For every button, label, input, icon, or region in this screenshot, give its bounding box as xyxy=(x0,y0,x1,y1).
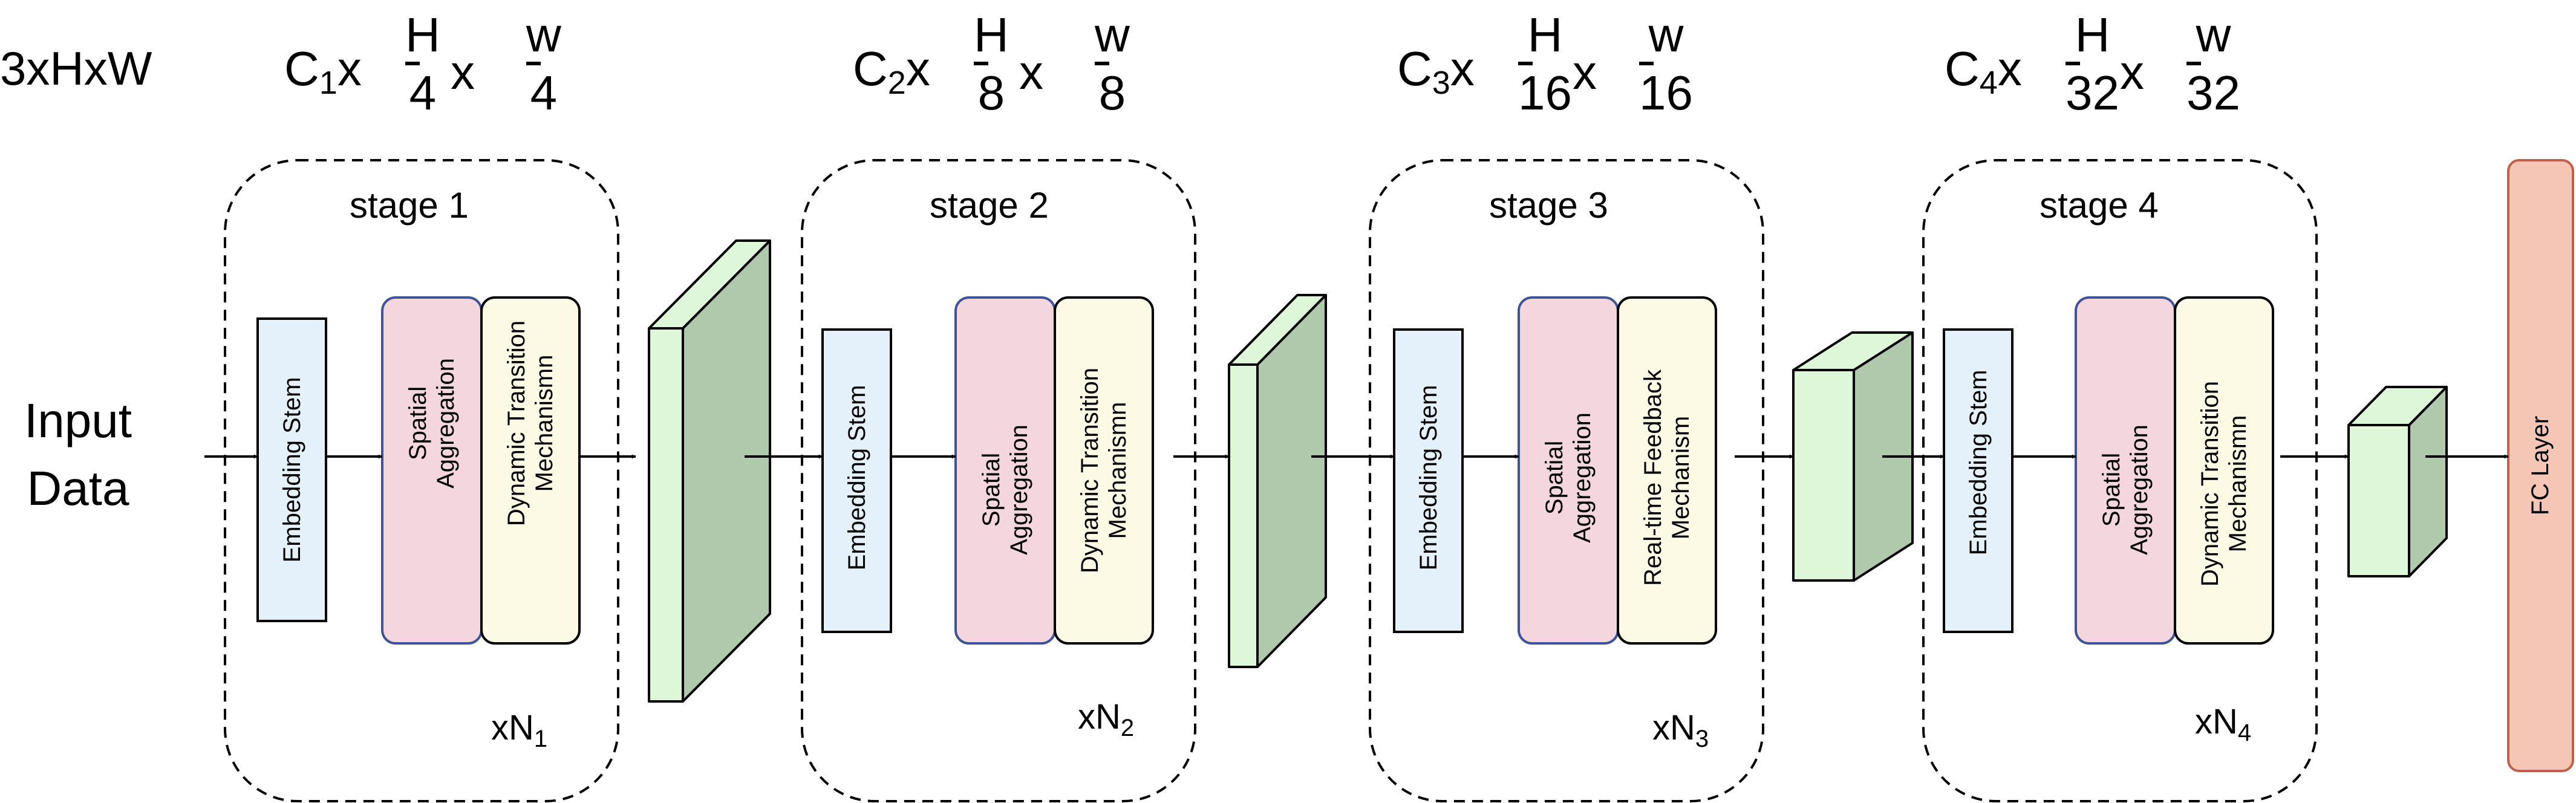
feature-map-4 xyxy=(2347,386,2448,577)
feature-map-1 xyxy=(648,239,771,703)
feature-map-2 xyxy=(1228,294,1327,668)
stage-4-box xyxy=(1922,159,2318,802)
spatial-aggregation-label-3: Spatial Aggregation xyxy=(1541,412,1596,543)
stage-4-title: stage 4 xyxy=(2040,185,2159,226)
dynamic-transition-label-2: Dynamic Transition Mechanismn xyxy=(1077,367,1131,574)
input-dimensions: 3xHxW xyxy=(0,42,152,95)
stage-3-title: stage 3 xyxy=(1489,185,1608,226)
stage-2-box xyxy=(801,159,1196,802)
input-data-label: Input Data xyxy=(24,394,132,515)
embedding-stem-label-4: Embedding Stem xyxy=(1965,369,1992,556)
embedding-stem-label-2: Embedding Stem xyxy=(844,385,870,571)
embedding-stem-label-3: Embedding Stem xyxy=(1415,385,1442,571)
stage-1-title: stage 1 xyxy=(350,185,469,226)
stage-2-title: stage 2 xyxy=(930,185,1049,226)
fc-layer-block xyxy=(2507,159,2574,772)
embedding-stem-block-3 xyxy=(1393,328,1464,633)
stage-2-repeat: xN2 xyxy=(1078,697,1135,741)
embedding-stem-block-2 xyxy=(821,328,892,633)
spatial-aggregation-label-2: Spatial Aggregation xyxy=(978,424,1032,555)
dynamic-transition-block-2 xyxy=(1054,296,1154,645)
stage-3-repeat: xN3 xyxy=(1652,708,1709,752)
realtime-feedback-label-3: Real-time Feedback Mechanism xyxy=(1640,369,1694,586)
spatial-aggregation-label-4: Spatial Aggregation xyxy=(2098,424,2153,555)
dynamic-transition-block-1 xyxy=(480,296,581,645)
stage-3-box xyxy=(1369,159,1764,802)
dynamic-transition-label-4: Dynamic Transition Mechanismn xyxy=(2197,380,2251,587)
realtime-feedback-block-3 xyxy=(1617,296,1717,645)
embedding-stem-label-1: Embedding Stem xyxy=(279,377,305,563)
dynamic-transition-label-1: Dynamic Transition Mechanismn xyxy=(503,320,558,527)
stage-1-repeat: xN1 xyxy=(491,708,548,752)
dynamic-transition-block-4 xyxy=(2174,296,2274,645)
embedding-stem-block-4 xyxy=(1943,328,2014,633)
fc-layer-label: FC Layer xyxy=(2527,415,2554,516)
stage-4-repeat: xN4 xyxy=(2195,702,2252,746)
spatial-aggregation-label-1: Spatial Aggregation xyxy=(405,358,459,489)
stage-1-box xyxy=(224,159,619,802)
embedding-stem-block-1 xyxy=(256,317,327,622)
